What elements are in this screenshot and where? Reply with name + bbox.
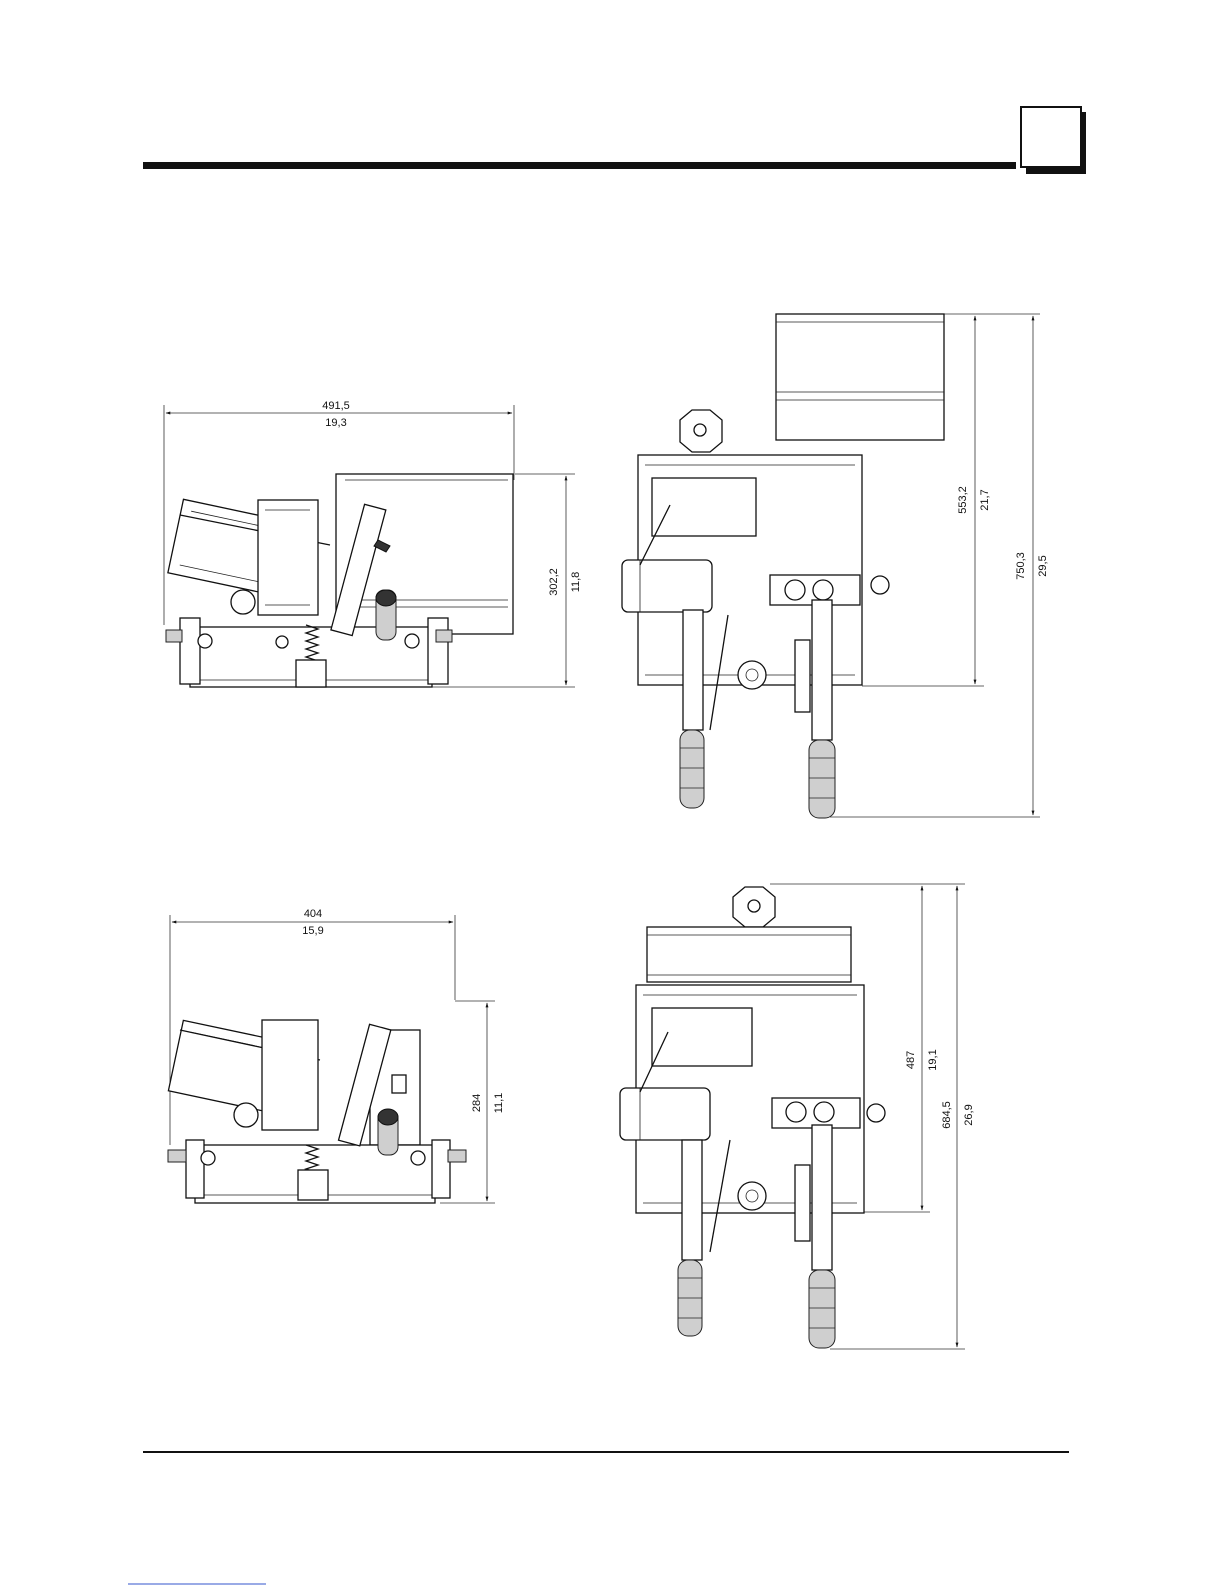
side-view-1: 491,5 19,3 302,2 11,8 xyxy=(164,400,582,687)
side2-width-mm: 404 xyxy=(304,908,322,920)
side-view-2: 404 15,9 284 11,1 xyxy=(168,908,505,1203)
top1-body-mm: 553,2 xyxy=(957,486,969,514)
top1-total-mm: 750,3 xyxy=(1015,552,1027,580)
top1-body-in: 21,7 xyxy=(979,489,991,510)
chapter-box xyxy=(1021,107,1086,174)
top2-body-mm: 487 xyxy=(905,1051,917,1069)
side2-width-in: 15,9 xyxy=(302,925,323,937)
top1-total-in: 29,5 xyxy=(1037,555,1049,576)
top2-body-in: 19,1 xyxy=(927,1049,939,1070)
header-rule xyxy=(143,162,1016,169)
side1-height-in: 11,8 xyxy=(570,572,582,593)
top-view-1: 553,2 21,7 750,3 29,5 xyxy=(622,314,1049,818)
top2-total-mm: 684,5 xyxy=(941,1101,953,1129)
side2-height-in: 11,1 xyxy=(493,1093,505,1114)
side2-height-mm: 284 xyxy=(471,1094,483,1112)
top-view-2: 487 19,1 684,5 26,9 xyxy=(620,884,975,1349)
side1-height-mm: 302,2 xyxy=(548,568,560,596)
side1-width-mm: 491,5 xyxy=(322,400,350,412)
top2-total-in: 26,9 xyxy=(963,1104,975,1125)
side1-width-in: 19,3 xyxy=(325,417,346,429)
